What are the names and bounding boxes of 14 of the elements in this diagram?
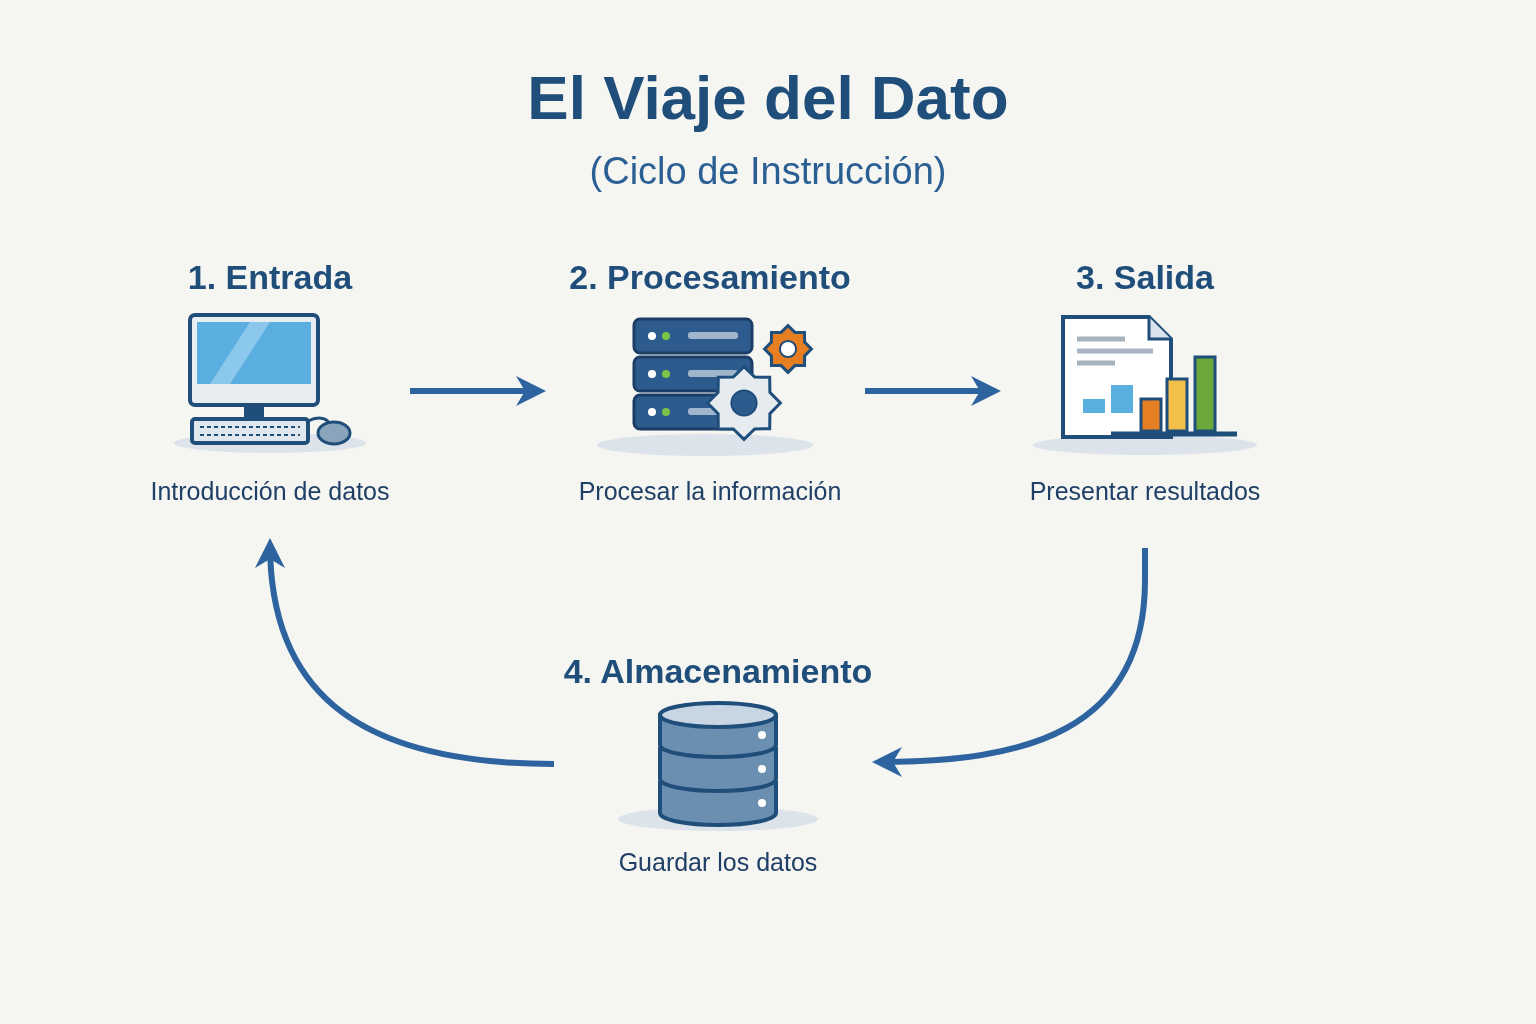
step-description: Presentar resultados [1029,477,1261,506]
arrow [872,548,1148,777]
step-description: Guardar los datos [618,848,818,877]
arrow [410,376,546,406]
arrow [256,538,555,767]
step-description: Procesar la información [578,477,842,506]
step-heading: 1. Entrada [187,258,353,297]
subtitle: (Ciclo de Instrucción) [589,150,947,192]
step-heading: 3. Salida [1076,258,1214,297]
step-heading: 4. Almacenamiento [563,652,873,691]
arrow [865,376,1001,406]
title: El Viaje del Dato [527,63,1009,132]
step-description: Introducción de datos [150,477,390,506]
step-heading: 2. Procesamiento [569,258,851,297]
